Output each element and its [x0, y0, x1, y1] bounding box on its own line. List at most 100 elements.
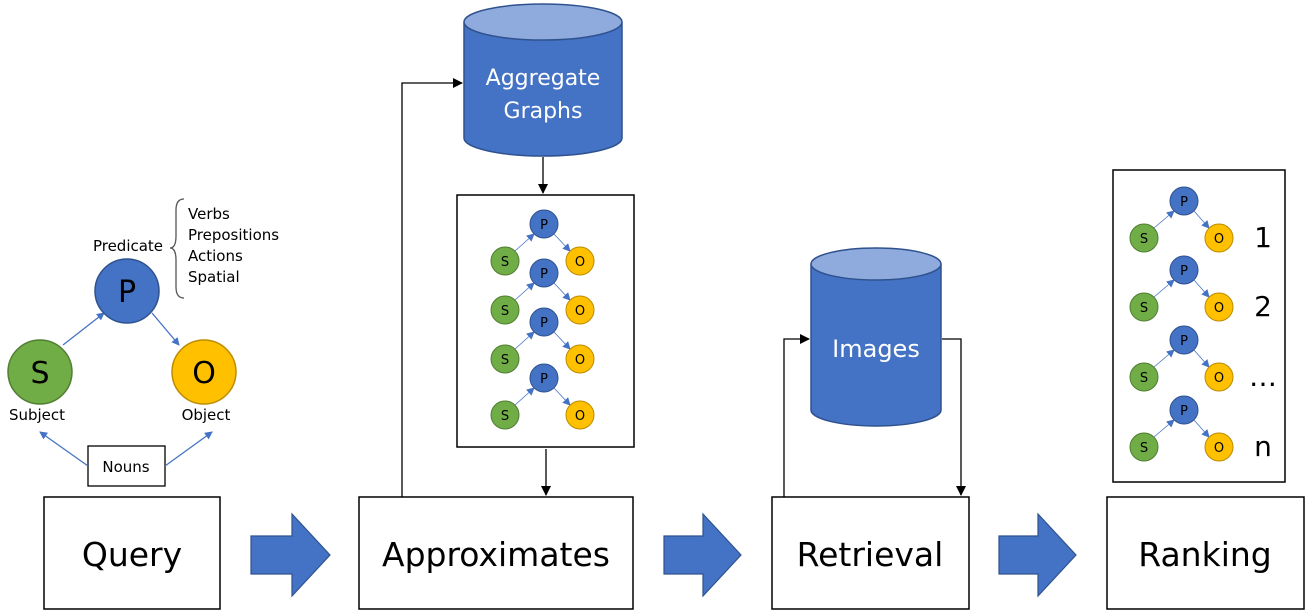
mini-subject-node-letter: S [501, 353, 509, 368]
mini-subject-node-letter: S [1140, 441, 1148, 456]
mini-predicate-node [529, 363, 559, 393]
mini-subject-node-letter: S [501, 304, 509, 319]
mini-predicate-node-letter: P [540, 267, 548, 282]
mini-subject-node-letter: S [501, 255, 509, 270]
mini-edge-po [553, 331, 571, 350]
aggregate-db-body [463, 22, 623, 157]
mini-object-node [1204, 292, 1234, 322]
rank-labels: 12…n [1249, 221, 1277, 463]
mini-subject-node-letter: S [1140, 301, 1148, 316]
mini-subject-node [490, 400, 520, 430]
mini-subject-node-letter: S [501, 409, 509, 424]
mini-subject-node [1129, 292, 1159, 322]
mini-triple: S P O [490, 258, 595, 325]
mini-object-node-letter: O [575, 255, 585, 270]
mini-triple: SPO [1129, 325, 1234, 392]
mini-subject-node [490, 295, 520, 325]
mini-edge-po [553, 233, 571, 252]
nouns-to-subject-edge [39, 431, 89, 467]
mini-edge-sp [1153, 210, 1175, 229]
rank-label: 1 [1254, 221, 1272, 254]
mini-edge-po [1193, 279, 1210, 298]
mini-edge-sp [1153, 279, 1175, 298]
mini-predicate-node-letter: P [1180, 195, 1188, 210]
predicate-type-item: Prepositions [188, 226, 279, 244]
object-label: Object [182, 406, 231, 424]
mini-subject-node [1129, 223, 1159, 253]
mini-object-node-letter: O [1214, 441, 1224, 456]
nouns-label: Nouns [102, 458, 149, 476]
mini-object-node-letter: O [575, 304, 585, 319]
ranking-stage-box [1106, 496, 1305, 610]
aggregate-db-label-line2: Graphs [504, 99, 583, 124]
rank-label: … [1249, 360, 1277, 393]
mini-edge-po [553, 282, 571, 301]
retrieval-stage-box [771, 496, 970, 610]
mini-object-node-letter: O [575, 409, 585, 424]
approximates-stage-box [358, 496, 634, 610]
aggregate-db-top [463, 3, 623, 41]
mini-edge-po [553, 387, 571, 406]
mini-predicate-node [529, 209, 559, 239]
aggregate-graphs-database: Aggregate Graphs [463, 3, 623, 157]
mini-triple: S P O [1129, 395, 1234, 462]
mini-triple: S P O [490, 363, 595, 430]
nouns-to-object-edge [164, 431, 213, 467]
predicate-node-letter: P [118, 275, 136, 310]
mini-predicate-node-letter: P [1180, 404, 1188, 419]
query-to-approximates-arrow [250, 512, 331, 598]
mini-predicate-node-letter: P [540, 218, 548, 233]
mini-triple: S P O [490, 209, 595, 276]
predicate-to-object-edge [151, 312, 180, 346]
ranking-graph-panel [1112, 169, 1286, 483]
mini-predicate-node-letter: P [540, 316, 548, 331]
mini-predicate-node-letter: P [540, 372, 548, 387]
mini-triple: S P O [1129, 255, 1234, 322]
subject-label: Subject [9, 406, 65, 424]
mini-object-node [565, 295, 595, 325]
triple-legend: Predicate P S O Subject Object Nouns Ver… [7, 198, 279, 487]
retrieval-to-images-connector [783, 334, 810, 497]
approximates-to-aggregate-connector [401, 78, 463, 497]
mini-subject-node-letter: S [1140, 232, 1148, 247]
images-db-body [810, 264, 942, 427]
mini-edge-sp [514, 282, 535, 301]
mini-predicate-node [1169, 255, 1199, 285]
object-node-letter: O [192, 356, 216, 391]
mini-edge-sp [514, 233, 535, 252]
mini-triple: S P O [1129, 186, 1234, 253]
images-db-label: Images [832, 335, 920, 363]
mini-subject-node-letter: S [1140, 371, 1148, 386]
mini-predicate-node [529, 258, 559, 288]
query-stage-label: Query [82, 535, 182, 574]
mini-edge-po [1193, 210, 1210, 229]
aggregate-graph-triples: S P O S P O S P O S P O [490, 209, 595, 430]
mini-object-node [565, 246, 595, 276]
mini-subject-node [1129, 432, 1159, 462]
mini-object-node-letter: O [1214, 301, 1224, 316]
predicate-type-item: Verbs [188, 205, 230, 223]
subject-node [7, 339, 73, 405]
mini-object-node [565, 344, 595, 374]
mini-subject-node [490, 246, 520, 276]
mini-object-node-letter: O [1214, 371, 1224, 386]
query-stage-box [43, 496, 221, 610]
rank-label: n [1254, 430, 1272, 463]
mini-predicate-node [1169, 325, 1199, 355]
mini-object-node-letter: O [575, 353, 585, 368]
approximates-to-retrieval-arrow [663, 512, 742, 598]
mini-object-node [565, 400, 595, 430]
mini-edge-sp [514, 331, 535, 350]
ranking-stage-label: Ranking [1138, 535, 1271, 574]
mini-object-node-letter: O [1214, 232, 1224, 247]
predicate-label: Predicate [93, 237, 163, 255]
retrieval-to-ranking-arrow [998, 512, 1077, 598]
mini-predicate-node [529, 307, 559, 337]
mini-object-node [1204, 432, 1234, 462]
object-node [171, 339, 237, 405]
images-database: Images [810, 247, 942, 427]
mini-predicate-node-letter: P [1180, 264, 1188, 279]
mini-object-node [1204, 223, 1234, 253]
